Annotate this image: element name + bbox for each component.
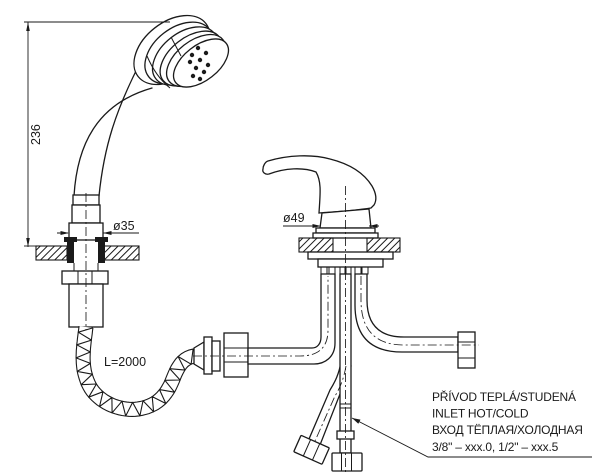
inlet-note: PŘÍVOD TEPLÁ/STUDENÁ INLET HOT/COLD ВХОД… — [351, 389, 592, 458]
leader-arrow — [351, 417, 592, 458]
dim-49-label: ø49 — [283, 211, 305, 225]
supply-pipe-right — [354, 273, 476, 369]
faucet-mounting — [307, 251, 394, 275]
shower-handle — [73, 62, 153, 197]
straight-hose-nut — [331, 452, 363, 472]
dim-49: ø49 — [283, 211, 379, 228]
inlet-note-line4: 3/8" – xxx.0, 1/2" – xxx.5 — [432, 440, 559, 454]
angled-hose-nut — [293, 434, 330, 465]
countertop-section-left2 — [103, 245, 140, 261]
countertop-section-right — [298, 237, 334, 253]
shower-mount-nut — [61, 270, 109, 285]
dim-35: ø35 — [57, 219, 139, 235]
supply-pipe-left — [247, 273, 336, 365]
hose-length-label: L=2000 — [104, 355, 146, 369]
shower-mount — [35, 194, 140, 328]
dim-236: 236 — [24, 21, 170, 247]
hose-nut — [223, 332, 249, 378]
inlet-note-line3: ВХОД ТЁПЛАЯ/ХОЛОДНАЯ — [432, 423, 583, 437]
spray-nozzles — [187, 45, 211, 82]
faucet-lever — [262, 155, 377, 214]
countertop-section-right2 — [366, 237, 401, 253]
countertop-section-left — [35, 245, 68, 261]
dim-35-label: ø35 — [113, 219, 135, 233]
hose-connector — [193, 332, 249, 378]
flex-hose — [75, 326, 203, 417]
shower-head — [133, 14, 230, 89]
right-pipe-fitting — [457, 331, 476, 369]
centerlines — [85, 186, 479, 475]
inlet-note-line1: PŘÍVOD TEPLÁ/STUDENÁ — [432, 389, 576, 404]
hand-shower — [35, 14, 230, 328]
inlet-note-line2: INLET HOT/COLD — [432, 407, 529, 421]
dim-236-label: 236 — [29, 124, 43, 145]
